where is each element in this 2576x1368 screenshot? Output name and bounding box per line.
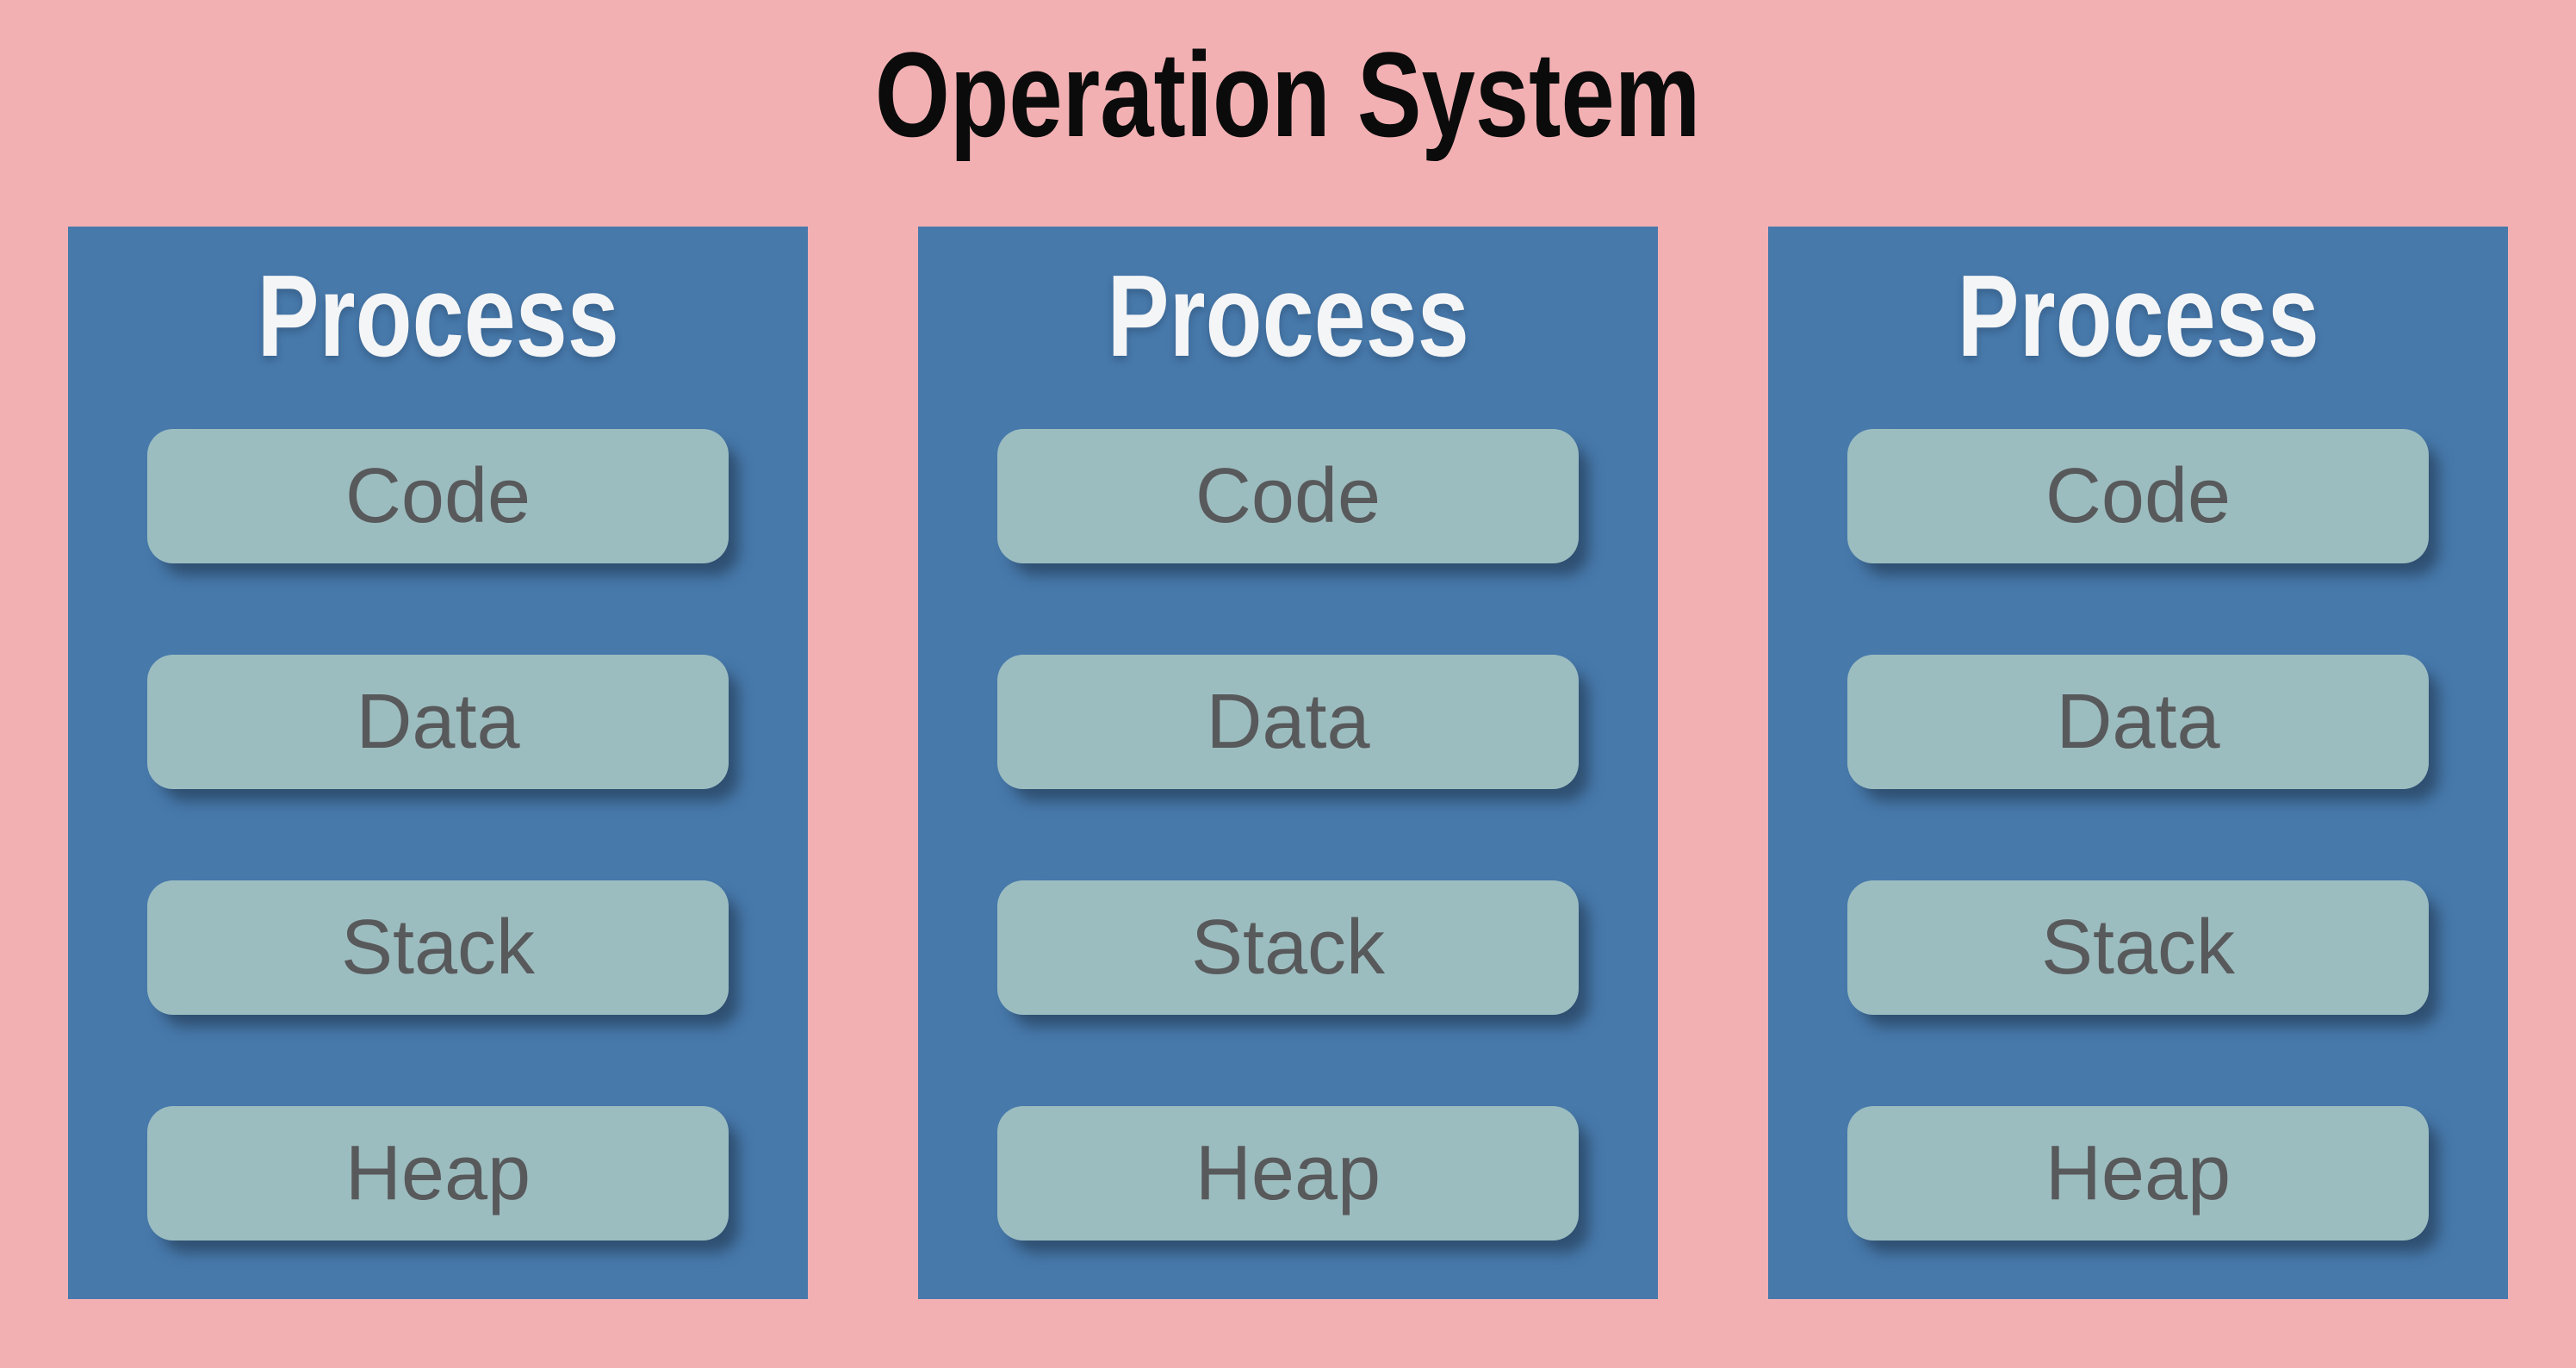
segment-data-label: Data [2056, 679, 2220, 765]
segment-stack-label: Stack [2040, 905, 2236, 991]
segment-heap-label: Heap [1195, 1130, 1381, 1216]
diagram-title: Operation System [0, 34, 2576, 155]
process-title-text: Process [1957, 251, 2319, 381]
segment-data: Data [997, 655, 1579, 789]
segment-list: Code Data Stack Heap [1768, 429, 2508, 1241]
segment-code: Code [1847, 429, 2429, 563]
segment-data-label: Data [1206, 679, 1370, 765]
segment-stack: Stack [147, 880, 729, 1015]
process-title: Process [918, 258, 1658, 374]
segment-heap-label: Heap [345, 1130, 531, 1216]
segment-list: Code Data Stack Heap [68, 429, 808, 1241]
process-title-text: Process [257, 251, 619, 381]
segment-data-label: Data [356, 679, 520, 765]
diagram-title-text: Operation System [875, 27, 1701, 162]
process-title: Process [1768, 258, 2508, 374]
segment-heap-label: Heap [2045, 1130, 2231, 1216]
process-box-3: Process Code Data Stack Heap [1768, 227, 2508, 1299]
segment-code: Code [147, 429, 729, 563]
segment-code: Code [997, 429, 1579, 563]
segment-code-label: Code [1195, 453, 1381, 539]
segment-stack-label: Stack [340, 905, 536, 991]
process-box-1: Process Code Data Stack Heap [68, 227, 808, 1299]
segment-stack: Stack [1847, 880, 2429, 1015]
process-title-text: Process [1107, 251, 1469, 381]
segment-heap: Heap [1847, 1106, 2429, 1241]
process-title: Process [68, 258, 808, 374]
process-row: Process Code Data Stack Heap Process Cod… [68, 227, 2508, 1299]
segment-list: Code Data Stack Heap [918, 429, 1658, 1241]
segment-data: Data [1847, 655, 2429, 789]
segment-stack: Stack [997, 880, 1579, 1015]
segment-heap: Heap [147, 1106, 729, 1241]
process-box-2: Process Code Data Stack Heap [918, 227, 1658, 1299]
segment-stack-label: Stack [1190, 905, 1386, 991]
segment-code-label: Code [345, 453, 531, 539]
segment-code-label: Code [2045, 453, 2231, 539]
segment-heap: Heap [997, 1106, 1579, 1241]
segment-data: Data [147, 655, 729, 789]
